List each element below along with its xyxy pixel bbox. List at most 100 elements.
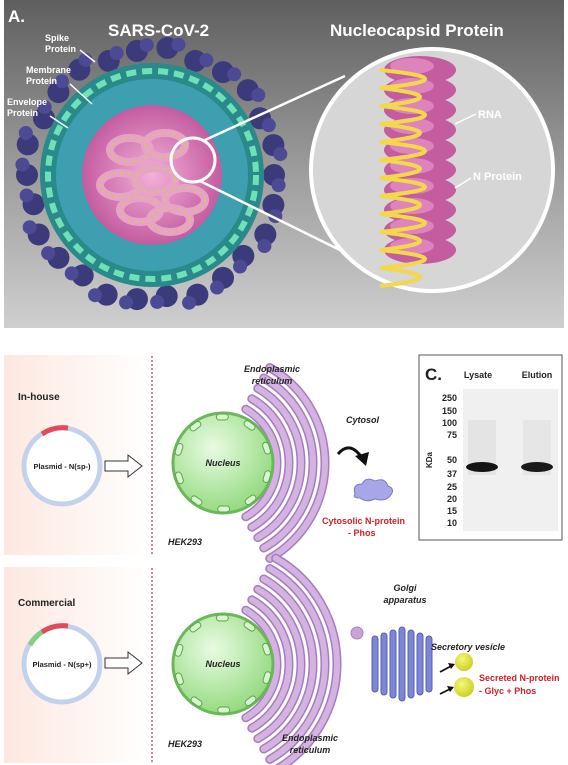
- spike-protein-head: [227, 67, 242, 82]
- n-protein-label: N Protein: [473, 171, 522, 183]
- er-cisterna: [254, 586, 304, 742]
- nuclear-pore: [244, 494, 257, 506]
- spike-protein-head: [15, 157, 30, 172]
- zoom-circle-small: [169, 136, 217, 184]
- inhouse-nucleus: [171, 411, 275, 515]
- membrane-label-line2: Protein: [26, 76, 57, 86]
- spike-protein: [32, 107, 55, 130]
- spike-protein-head: [233, 259, 248, 274]
- panel-c-label: C.: [425, 365, 442, 384]
- commercial-er-label-line1: Endoplasmic: [282, 733, 338, 743]
- lane-label-elution: Elution: [522, 370, 553, 380]
- n-protein-arrow: [454, 177, 472, 189]
- spike-protein-head: [41, 246, 56, 261]
- nucleocapsid-title: Nucleocapsid Protein: [330, 21, 504, 40]
- golgi-cisterna: [407, 629, 415, 699]
- panel-b: B. In-house Plasmid - N(sp-) Nucleus End…: [4, 355, 560, 765]
- marker-label: 10: [447, 518, 457, 528]
- er-cisterna: [260, 575, 316, 753]
- commercial-product-line1: Secreted N-protein: [479, 673, 560, 683]
- virus-membrane-ring: [45, 68, 259, 282]
- lane-label-lysate: Lysate: [464, 370, 492, 380]
- virus-particle: [15, 36, 288, 311]
- commercial-product-line2: - Glyc + Phos: [479, 686, 536, 696]
- commercial-title: Commercial: [18, 598, 75, 609]
- membrane-arrow: [69, 83, 93, 105]
- commercial-plasmid-insert: [27, 629, 44, 647]
- envelope-label-line2: Protein: [7, 108, 38, 118]
- spike-protein-head: [64, 266, 79, 281]
- commercial-plasmid-label: Plasmid - N(sp+): [33, 660, 92, 669]
- rna-coils: [96, 129, 209, 236]
- spike-protein-head: [261, 118, 276, 133]
- commercial-row: Commercial Plasmid - N(sp+) Nucleus Endo…: [4, 553, 560, 765]
- inhouse-product-line1: Cytosolic N-protein: [322, 516, 405, 526]
- panel-a-label: A.: [8, 7, 25, 26]
- spike-protein-head: [139, 38, 154, 53]
- marker-label: 25: [447, 482, 457, 492]
- virus-title: SARS-CoV-2: [108, 21, 209, 40]
- inhouse-row: In-house Plasmid - N(sp-) Nucleus Endopl…: [4, 355, 405, 563]
- er-vesicle: [350, 626, 364, 640]
- nuclear-pore: [190, 495, 203, 506]
- nuclear-pore: [215, 413, 229, 421]
- er-cisterna: [260, 374, 316, 552]
- spike-protein-head: [54, 74, 69, 89]
- inhouse-plasmid-label: Plasmid - N(sp-): [33, 462, 91, 471]
- zoom-line-top: [204, 74, 346, 142]
- rna-coil-strand: [149, 207, 191, 233]
- panel-a: A. SARS-CoV-2 Nucleocapsid Protein Spike…: [4, 0, 564, 328]
- envelope-arrow: [49, 115, 69, 129]
- golgi-label-line2: apparatus: [383, 595, 426, 605]
- spike-proteins: [15, 36, 288, 311]
- spike-protein-head: [119, 295, 134, 310]
- golgi-cisterna: [371, 635, 379, 693]
- golgi-cisterna: [416, 632, 424, 696]
- vesicle-arrowhead-1: [448, 663, 455, 669]
- spike-protein-head: [273, 147, 288, 162]
- spike-protein-head: [37, 100, 52, 115]
- nuclear-pore: [217, 505, 231, 513]
- golgi-cisterna: [398, 626, 406, 702]
- nuclear-pore: [189, 420, 202, 432]
- inhouse-er-label-line1: Endoplasmic: [244, 364, 300, 374]
- commercial-er-label-line2: reticulum: [290, 745, 331, 755]
- spike-protein-head: [271, 178, 286, 193]
- er-cisterna: [242, 607, 280, 721]
- spike-protein-head: [210, 280, 225, 295]
- spike-protein-head: [257, 239, 272, 254]
- inhouse-plasmid-insert: [40, 425, 69, 437]
- marker-label: 250: [442, 393, 457, 403]
- spike-protein-head: [251, 88, 266, 103]
- nuclear-pore: [174, 672, 184, 686]
- nuclear-pore: [262, 441, 272, 455]
- inhouse-nuclear-pores: [174, 413, 272, 513]
- nuclear-pore: [262, 671, 272, 684]
- er-cisterna: [266, 364, 328, 562]
- spike-protein-head: [18, 125, 33, 140]
- inhouse-product-line2: - Phos: [348, 528, 376, 538]
- spike-label-line1: Spike: [45, 33, 69, 43]
- golgi-label-line1: Golgi: [394, 583, 417, 593]
- nuclear-pore: [174, 471, 184, 485]
- rna-coil-strand: [144, 132, 186, 158]
- nuclear-pore: [189, 621, 202, 633]
- inhouse-er-label-line2: reticulum: [252, 376, 293, 386]
- commercial-arrow: [104, 650, 143, 676]
- marker-label: 20: [447, 494, 457, 504]
- spike-protein: [184, 49, 207, 72]
- blot-band-elution: [521, 462, 553, 472]
- inhouse-arrow: [104, 453, 143, 479]
- secretory-vesicle-2: [454, 677, 474, 697]
- nuclear-pore: [174, 443, 184, 456]
- blot-band-lysate: [466, 462, 498, 472]
- nuclear-pore: [262, 642, 272, 656]
- cytosol-label: Cytosol: [346, 415, 380, 425]
- inhouse-er: [241, 363, 330, 563]
- nuclear-pore: [243, 420, 256, 431]
- zoom-line-bottom: [199, 179, 351, 257]
- golgi-cisterna: [380, 632, 388, 696]
- nuclear-pore: [174, 644, 184, 657]
